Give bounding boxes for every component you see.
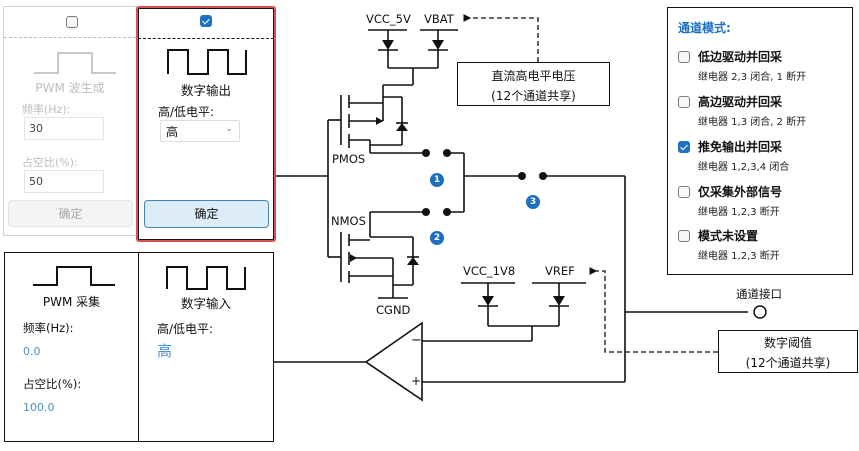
capture-duty-label: 占空比(%):: [23, 377, 82, 391]
mode-desc: 继电器 1,2,3,4 闭合: [698, 162, 790, 173]
mode-desc: 继电器 2,3 闭合, 1 断开: [698, 72, 807, 83]
capture-freq-value: 0.0: [23, 345, 41, 358]
vbat-label: VBAT: [424, 12, 454, 26]
digital-input-panel: 数字输入 高/低电平: 高: [138, 252, 274, 442]
diode-vbat: [432, 40, 444, 50]
mode-label: 推免输出并回采: [698, 140, 783, 154]
digital-threshold-title: 数字阈值: [763, 336, 812, 350]
divider: [4, 37, 136, 38]
digital-output-title: 数字输出: [180, 83, 231, 98]
pwm-capture-title: PWM 采集: [42, 295, 101, 309]
pwm-generate-checkbox[interactable]: [66, 16, 78, 28]
mode-checkbox[interactable]: [678, 230, 690, 242]
dc-high-voltage-title: 直流高电平电压: [491, 69, 576, 83]
switch1-contact-a: [422, 149, 430, 157]
mode-label: 模式未设置: [698, 229, 759, 243]
mode-label: 低边驱动并回采: [698, 50, 783, 64]
input-level-label: 高/低电平:: [157, 322, 214, 336]
chevron-down-icon: ⌄: [225, 124, 233, 134]
mode-desc: 继电器 1,2,3 断开: [698, 251, 780, 262]
switch1-contact-b: [443, 149, 451, 157]
digital-threshold-box: 数字阈值 (12个通道共享): [718, 330, 858, 373]
freq-input[interactable]: 30: [24, 117, 104, 140]
switch2-contact-a: [422, 208, 430, 216]
mode-checkbox[interactable]: [678, 96, 690, 108]
digital-output-checkbox[interactable]: [200, 15, 212, 27]
nmos-arrow: [350, 254, 357, 262]
digital-input-title: 数字输入: [180, 296, 231, 311]
comparator-symbol: [364, 321, 423, 402]
level-select-value: 高: [166, 125, 179, 139]
mode-label: 仅采集外部信号: [698, 185, 783, 199]
input-level-value: 高: [157, 342, 173, 360]
nmos-body-diode: [407, 257, 419, 265]
level-label: 高/低电平:: [158, 105, 215, 119]
digital-wave-icon: [166, 266, 246, 290]
relay-badge-3: 3: [526, 195, 540, 209]
diode-vcc1v8: [482, 296, 494, 306]
dc-high-voltage-box: 直流高电平电压 (12个通道共享): [457, 62, 610, 106]
mode-checkbox[interactable]: [678, 51, 690, 63]
pwm-generate-panel: PWM 波生成 频率(Hz): 30 占空比(%): 50 确定: [3, 6, 137, 236]
mode-option-high-side[interactable]: 高边驱动并回采 继电器 1,3 闭合, 2 断开: [668, 93, 852, 135]
relay-badge-2: 2: [430, 231, 444, 245]
mode-label: 高边驱动并回采: [698, 95, 783, 109]
switch3-contact-a: [518, 172, 526, 180]
diode-vref: [553, 296, 565, 306]
dc-high-voltage-note: (12个通道共享): [491, 89, 576, 103]
channel-port-terminal: [753, 305, 767, 319]
digital-threshold-note: (12个通道共享): [745, 356, 831, 370]
capture-freq-label: 频率(Hz):: [23, 321, 74, 335]
pmos-body-diode: [396, 123, 408, 131]
switch2-contact-b: [443, 208, 451, 216]
digital-output-panel: [138, 8, 274, 240]
mode-desc: 继电器 1,2,3 断开: [698, 207, 780, 218]
pwm-wave-icon: [33, 266, 115, 286]
vref-label: VREF: [545, 264, 575, 278]
mode-checkbox[interactable]: [678, 141, 690, 153]
channel-mode-title: 通道模式:: [678, 21, 731, 35]
vcc-1v8-label: VCC_1V8: [463, 264, 516, 278]
diode-vcc5v: [382, 40, 394, 50]
digital-output-confirm-button[interactable]: 确定: [144, 200, 269, 228]
channel-port-label: 通道接口: [736, 287, 782, 301]
comparator-minus: −: [411, 333, 422, 348]
cgnd-label: CGND: [376, 303, 411, 317]
pmos-label: PMOS: [332, 152, 366, 166]
vcc-5v-label: VCC_5V: [366, 12, 411, 26]
digital-wave-icon: [167, 49, 247, 75]
mode-option-low-side[interactable]: 低边驱动并回采 继电器 2,3 闭合, 1 断开: [668, 48, 852, 90]
mode-option-unset[interactable]: 模式未设置 继电器 1,2,3 断开: [668, 227, 852, 269]
pwm-generate-title: PWM 波生成: [35, 81, 105, 95]
mode-checkbox[interactable]: [678, 186, 690, 198]
relay-badge-1: 1: [430, 173, 444, 187]
capture-duty-value: 100.0: [23, 401, 55, 414]
mode-desc: 继电器 1,3 闭合, 2 断开: [698, 117, 807, 128]
pmos-arrow: [376, 117, 383, 125]
dc-high-leader: [463, 14, 539, 62]
digital-output-highlight: 数字输出 高/低电平: 高 ⌄ 确定: [136, 6, 276, 242]
mode-option-push-pull[interactable]: 推免输出并回采 继电器 1,2,3,4 闭合: [668, 138, 852, 180]
freq-label: 频率(Hz):: [22, 103, 71, 116]
threshold-leader: [589, 267, 718, 353]
pwm-wave-icon: [34, 52, 116, 74]
duty-label: 占空比(%):: [22, 156, 78, 169]
duty-input[interactable]: 50: [24, 170, 104, 193]
pwm-generate-confirm-button[interactable]: 确定: [8, 200, 133, 227]
switch3-contact-b: [539, 172, 547, 180]
level-select[interactable]: 高 ⌄: [160, 120, 240, 142]
divider: [138, 38, 274, 39]
mode-option-external-only[interactable]: 仅采集外部信号 继电器 1,2,3 断开: [668, 183, 852, 225]
channel-mode-panel: 通道模式: 低边驱动并回采 继电器 2,3 闭合, 1 断开 高边驱动并回采 继…: [667, 7, 853, 275]
pwm-capture-panel: PWM 采集 频率(Hz): 0.0 占空比(%): 100.0: [4, 252, 139, 442]
comparator-plus: +: [411, 374, 422, 388]
nmos-label: NMOS: [331, 214, 366, 228]
